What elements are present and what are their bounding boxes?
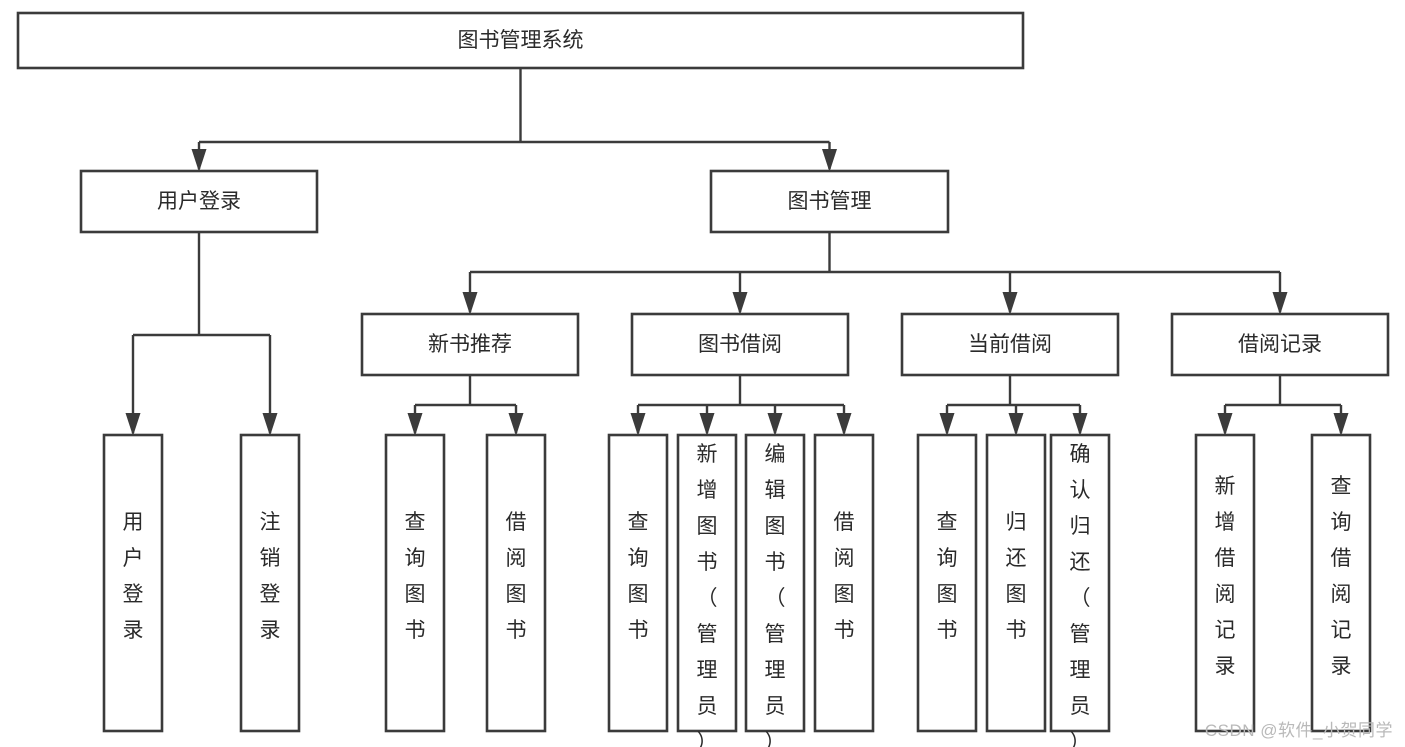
node-leaf-logout[interactable]: 注销登录 [239, 433, 301, 733]
arrow-head-icon [1008, 413, 1024, 436]
arrow-head-icon [939, 413, 955, 436]
arrow-head-icon [262, 413, 278, 436]
arrow-head-icon [508, 413, 524, 436]
node-label-user-login: 用户登录 [157, 190, 241, 213]
node-current-borrow[interactable]: 当前借阅 [900, 312, 1120, 377]
node-leaf-edit-book[interactable]: 编辑图书（管理员） [744, 433, 806, 747]
arrow-head-icon [1072, 413, 1088, 436]
nodes-layer: 图书管理系统用户登录图书管理新书推荐图书借阅当前借阅借阅记录用户登录注销登录查询… [16, 11, 1390, 747]
node-label-book-management: 图书管理 [788, 190, 872, 213]
node-leaf-query-borrow-record[interactable]: 查询借阅记录 [1310, 433, 1372, 733]
conn-record-to-leaves [1217, 375, 1349, 436]
node-label-leaf-edit-book: 编辑图书（管理员） [765, 443, 786, 747]
node-new-book-recommend[interactable]: 新书推荐 [360, 312, 580, 377]
node-leaf-borrow-book-recommend[interactable]: 借阅图书 [485, 433, 547, 733]
node-borrow-record[interactable]: 借阅记录 [1170, 312, 1390, 377]
node-label-leaf-query-book-recommend: 查询图书 [405, 511, 426, 642]
node-label-leaf-borrow-book-recommend: 借阅图书 [506, 511, 527, 642]
node-box-leaf-query-book-current[interactable] [916, 433, 978, 733]
node-box-new-book-recommend[interactable] [360, 312, 580, 377]
arrow-head-icon [1002, 292, 1018, 315]
watermark-text: CSDN @软件_小贺同学 [1204, 721, 1393, 740]
node-leaf-query-book-recommend[interactable]: 查询图书 [384, 433, 446, 733]
conn-root-to-level1 [191, 68, 837, 172]
node-label-leaf-logout: 注销登录 [260, 511, 281, 642]
node-leaf-add-book[interactable]: 新增图书（管理员） [676, 433, 738, 747]
node-box-leaf-edit-book[interactable] [744, 433, 806, 733]
node-book-borrow[interactable]: 图书借阅 [630, 312, 850, 377]
node-label-leaf-query-book-borrow: 查询图书 [628, 511, 649, 642]
node-label-current-borrow: 当前借阅 [968, 333, 1052, 356]
node-leaf-query-book-current[interactable]: 查询图书 [916, 433, 978, 733]
node-leaf-user-login[interactable]: 用户登录 [102, 433, 164, 733]
arrow-head-icon [1217, 413, 1233, 436]
node-label-leaf-confirm-return: 确认归还（管理员） [1070, 443, 1091, 747]
node-box-leaf-query-book-recommend[interactable] [384, 433, 446, 733]
arrow-head-icon [699, 413, 715, 436]
node-box-borrow-record[interactable] [1170, 312, 1390, 377]
node-box-user-login[interactable] [79, 169, 319, 234]
node-label-leaf-borrow-book: 借阅图书 [834, 511, 855, 642]
conn-current-to-leaves [939, 375, 1088, 436]
node-box-leaf-borrow-book-recommend[interactable] [485, 433, 547, 733]
node-label-borrow-record: 借阅记录 [1238, 333, 1322, 356]
node-label-leaf-query-book-current: 查询图书 [937, 511, 958, 642]
node-user-login[interactable]: 用户登录 [79, 169, 319, 234]
node-box-leaf-user-login[interactable] [102, 433, 164, 733]
node-box-root[interactable] [16, 11, 1025, 70]
node-label-leaf-query-borrow-record: 查询借阅记录 [1331, 475, 1352, 678]
node-leaf-add-borrow-record[interactable]: 新增借阅记录 [1194, 433, 1256, 733]
node-box-current-borrow[interactable] [900, 312, 1120, 377]
node-label-leaf-add-borrow-record: 新增借阅记录 [1215, 475, 1236, 678]
node-box-leaf-query-borrow-record[interactable] [1310, 433, 1372, 733]
arrow-head-icon [836, 413, 852, 436]
node-root[interactable]: 图书管理系统 [16, 11, 1025, 70]
arrow-head-icon [767, 413, 783, 436]
node-box-leaf-add-borrow-record[interactable] [1194, 433, 1256, 733]
node-label-leaf-user-login: 用户登录 [123, 511, 144, 642]
arrow-head-icon [407, 413, 423, 436]
node-label-new-book-recommend: 新书推荐 [428, 333, 512, 356]
arrow-head-icon [822, 149, 837, 172]
node-leaf-borrow-book[interactable]: 借阅图书 [813, 433, 875, 733]
arrow-head-icon [462, 292, 478, 315]
node-box-leaf-add-book[interactable] [676, 433, 738, 733]
node-leaf-return-book[interactable]: 归还图书 [985, 433, 1047, 733]
node-label-book-borrow: 图书借阅 [698, 333, 782, 356]
node-box-book-borrow[interactable] [630, 312, 850, 377]
arrow-head-icon [1272, 292, 1288, 315]
node-box-leaf-logout[interactable] [239, 433, 301, 733]
node-box-leaf-confirm-return[interactable] [1049, 433, 1111, 733]
node-box-leaf-return-book[interactable] [985, 433, 1047, 733]
arrow-head-icon [191, 149, 207, 172]
arrow-head-icon [630, 413, 646, 436]
node-box-leaf-query-book-borrow[interactable] [607, 433, 669, 733]
arrow-head-icon [125, 413, 141, 436]
conn-recommend-to-leaves [407, 375, 524, 436]
arrow-head-icon [732, 292, 748, 315]
arrow-head-icon [1333, 413, 1349, 436]
node-label-leaf-return-book: 归还图书 [1006, 511, 1027, 642]
node-label-leaf-add-book: 新增图书（管理员） [697, 443, 718, 747]
node-box-book-management[interactable] [709, 169, 950, 234]
node-leaf-confirm-return[interactable]: 确认归还（管理员） [1049, 433, 1111, 747]
conn-borrow-to-leaves [630, 375, 852, 436]
conn-user-login-to-leaves [125, 232, 278, 436]
node-book-management[interactable]: 图书管理 [709, 169, 950, 234]
conn-book-management-to-level2 [462, 232, 1288, 315]
node-box-leaf-borrow-book[interactable] [813, 433, 875, 733]
connectors-layer [125, 68, 1349, 436]
node-label-root: 图书管理系统 [458, 29, 584, 52]
node-leaf-query-book-borrow[interactable]: 查询图书 [607, 433, 669, 733]
